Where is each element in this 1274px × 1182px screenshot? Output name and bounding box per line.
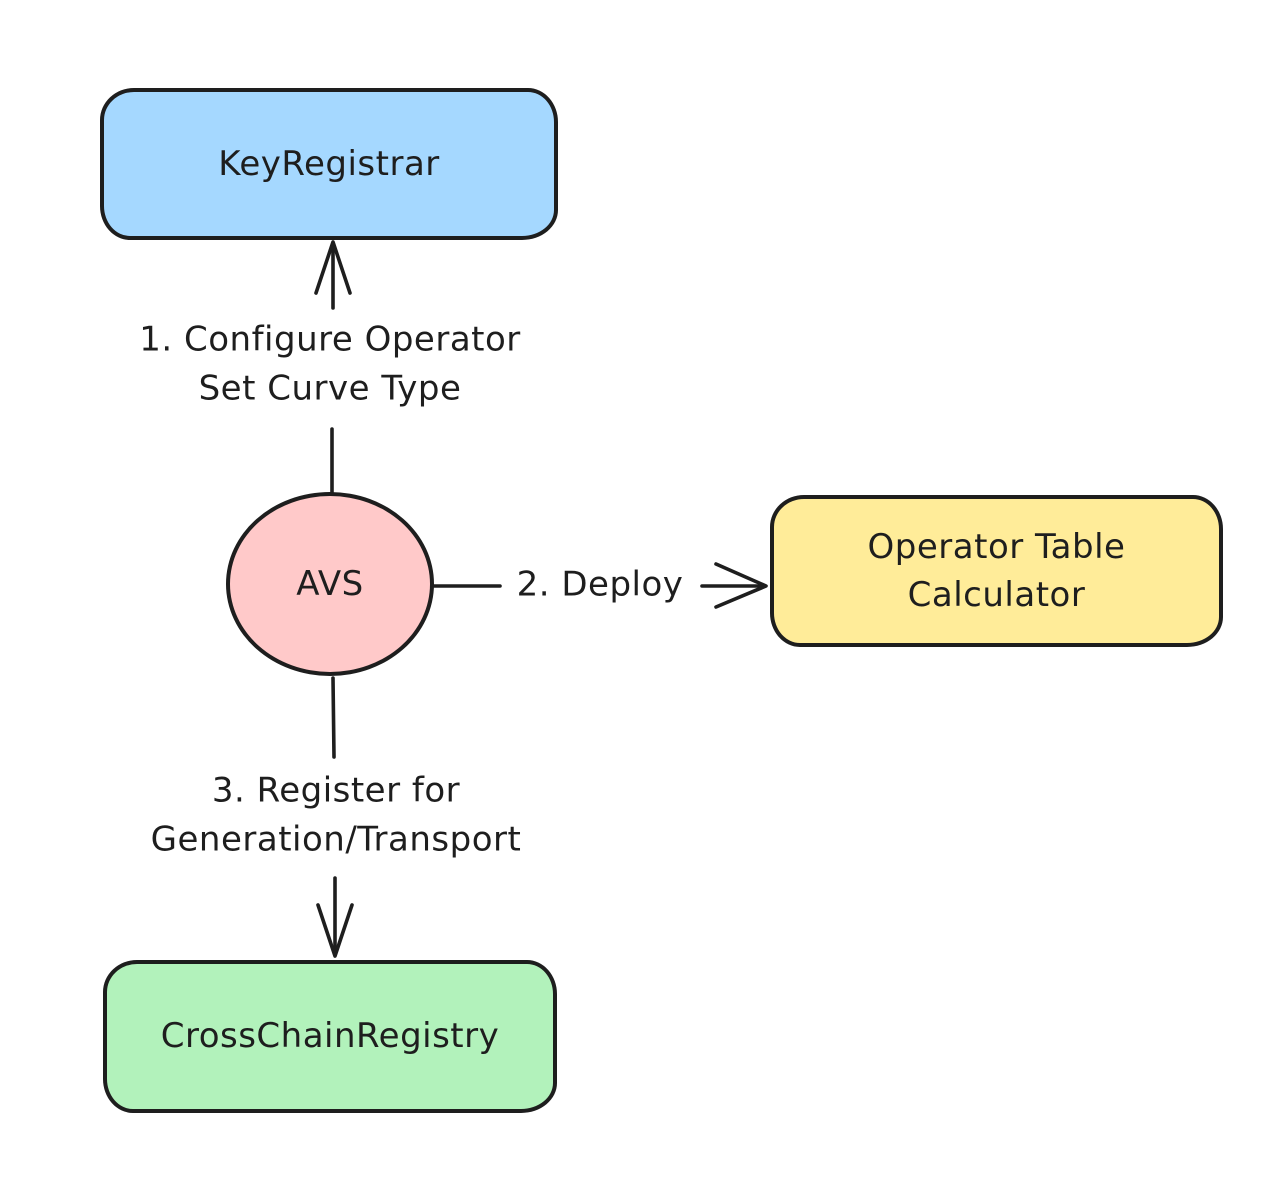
edge-label-configure-operator-set: 1. Configure Operator Set Curve Type [84, 315, 576, 415]
edge-label-register-generation-transport: 3. Register for Generation/Transport [80, 766, 592, 866]
arrow-register-generation-transport [316, 676, 354, 958]
arrow-deploy [432, 562, 768, 609]
node-cross-chain-registry: CrossChainRegistry [103, 960, 557, 1113]
node-key-registrar: KeyRegistrar [100, 88, 558, 240]
edge-label-deploy: 2. Deploy [510, 560, 690, 610]
arrowhead-down-icon [316, 903, 354, 958]
node-avs-label: AVS [296, 563, 364, 604]
node-operator-table-calculator-label: Operator Table Calculator [867, 526, 1126, 615]
node-cross-chain-registry-label: CrossChainRegistry [160, 1016, 500, 1057]
arrow-configure-operator-set [314, 240, 352, 494]
node-key-registrar-label: KeyRegistrar [218, 143, 440, 184]
arrowhead-up-icon [314, 240, 352, 295]
node-operator-table-calculator: Operator Table Calculator [770, 495, 1223, 647]
node-avs: AVS [226, 492, 434, 676]
arrowhead-right-icon [714, 562, 768, 609]
